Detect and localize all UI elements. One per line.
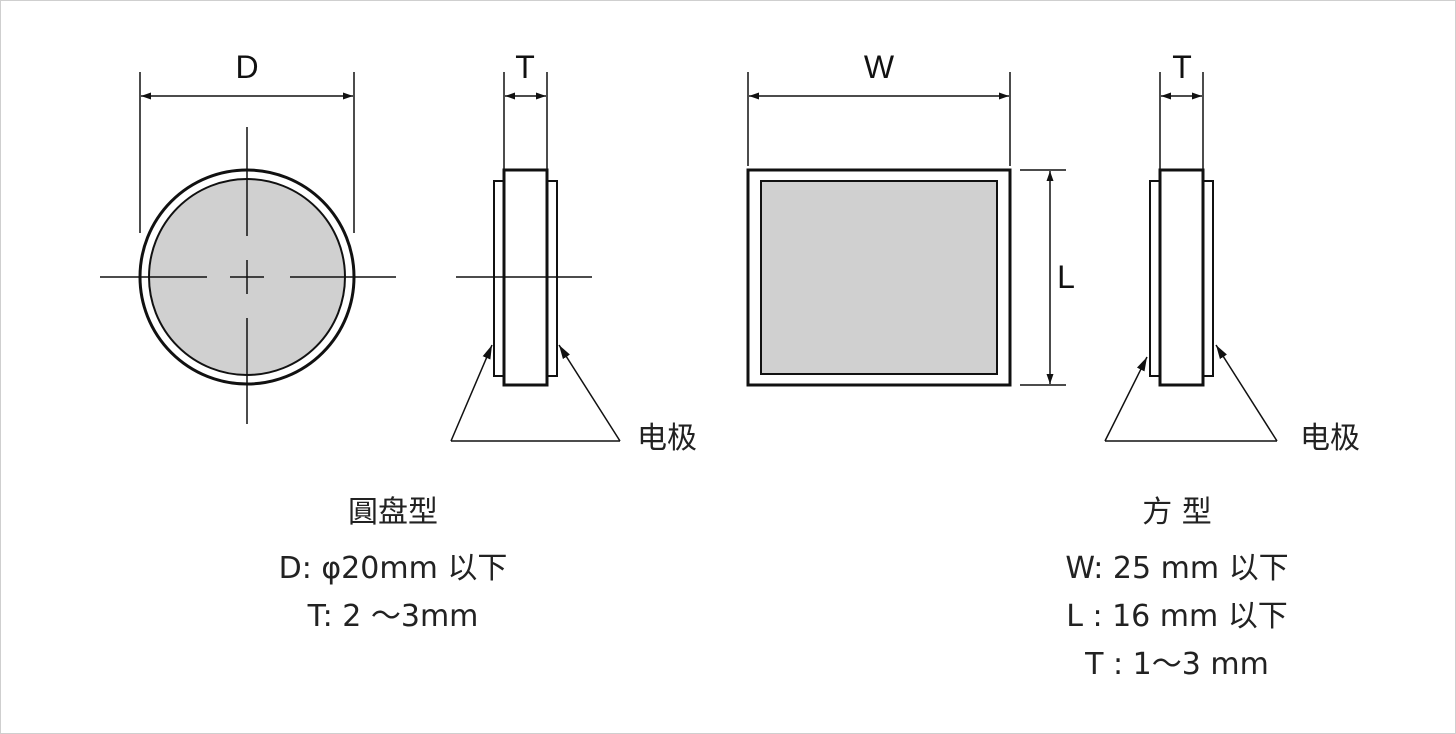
square-dim-t-label: T: [1172, 49, 1192, 85]
square-dim-l-label: L: [1057, 259, 1075, 295]
disc-dim-d-label: D: [235, 49, 258, 85]
disc-leader-right: [558, 344, 621, 442]
disc-leader-left: [450, 344, 493, 442]
square-spec-thickness: T : 1～3 mm: [1085, 647, 1269, 682]
square-side-body: [1158, 168, 1205, 387]
disc-spec-thickness: T: 2 ～3mm: [307, 599, 479, 634]
square-electrode-label: 电极: [1300, 421, 1360, 456]
square-leader-left: [1104, 356, 1148, 442]
square-front-view: [746, 72, 1066, 387]
square-spec-length: L : 16 mm 以下: [1066, 599, 1288, 634]
disc-side-view: [450, 72, 621, 442]
square-spec-width: W: 25 mm 以下: [1065, 551, 1289, 586]
disc-dim-t-label: T: [515, 49, 535, 85]
square-electrode: [760, 180, 998, 375]
disc-front-view: [100, 72, 396, 424]
square-leader-right: [1215, 344, 1278, 442]
square-type-title: 方 型: [1142, 495, 1212, 530]
disc-type-title: 圓盘型: [348, 495, 438, 530]
disc-spec-diameter: D: φ20mm 以下: [278, 551, 508, 586]
square-side-view: [1104, 72, 1278, 442]
square-dim-w-label: W: [864, 49, 895, 85]
disc-electrode-label: 电极: [637, 421, 697, 456]
